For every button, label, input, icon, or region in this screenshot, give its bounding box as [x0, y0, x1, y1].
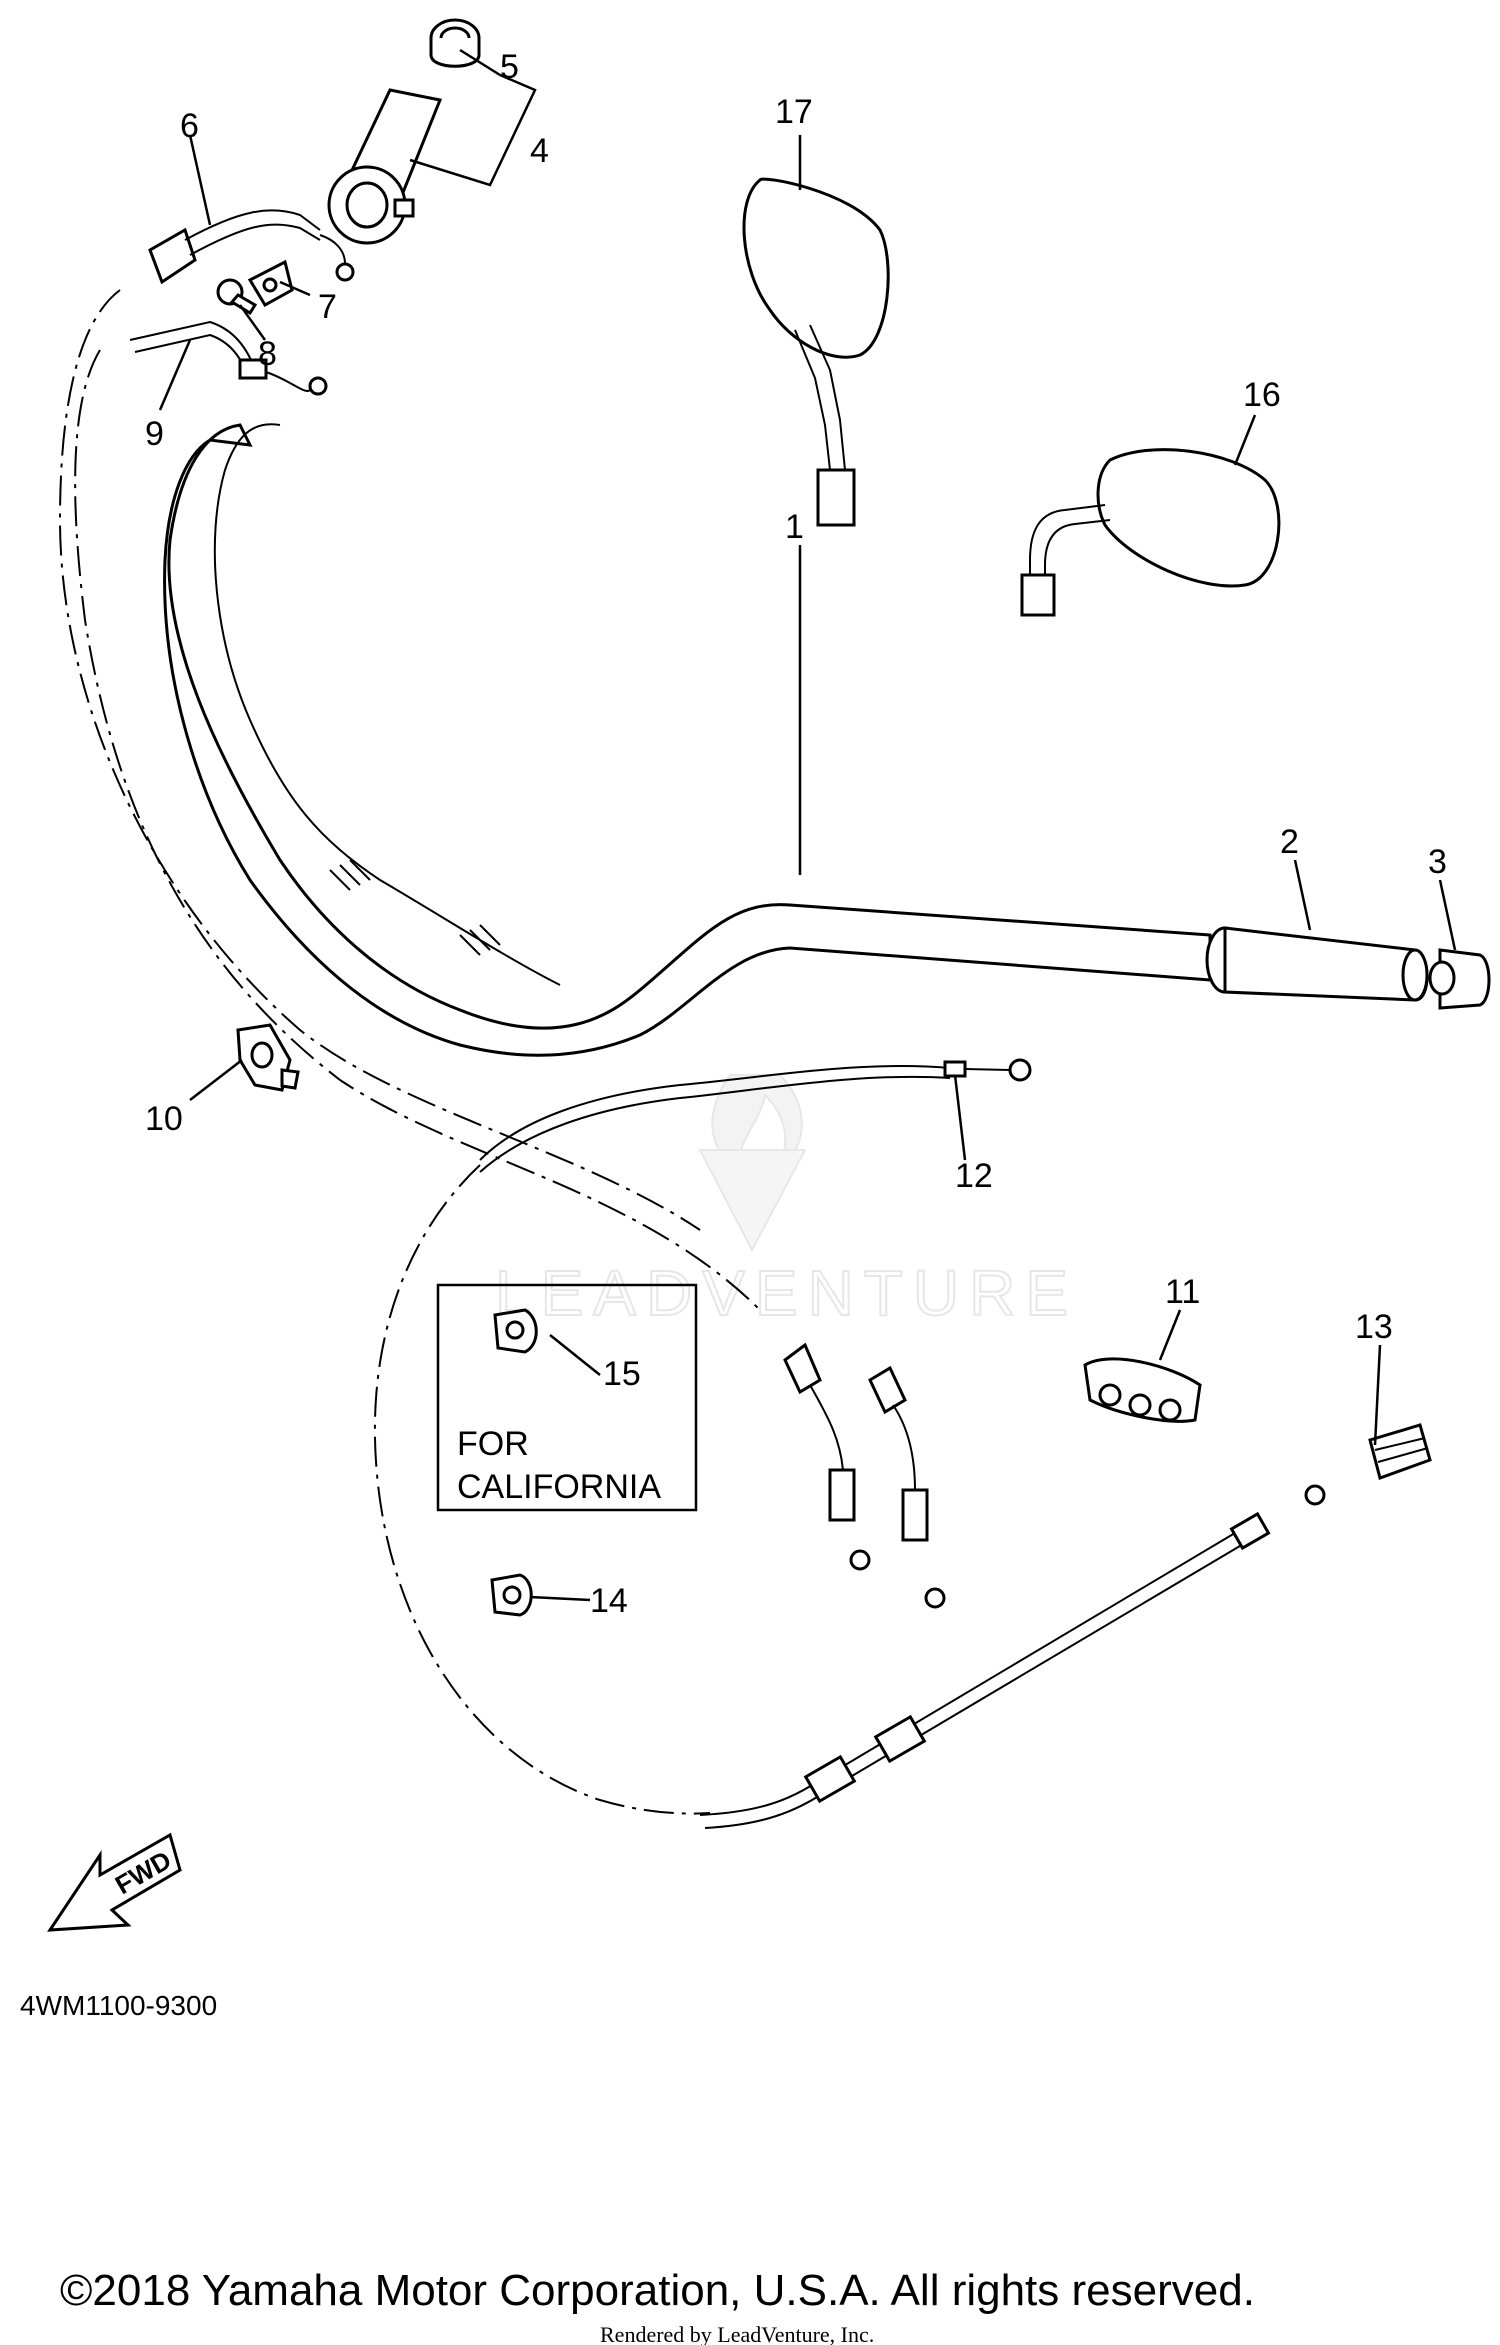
mirror-right[interactable]: [742, 177, 890, 527]
watermark: LEADVENTURE: [494, 1074, 1078, 1330]
callout-4: 4: [530, 132, 549, 170]
callout-6: 6: [180, 107, 199, 145]
callout-16: 16: [1243, 376, 1281, 414]
callout-17: 17: [775, 93, 813, 131]
watermark-text: LEADVENTURE: [495, 1257, 1078, 1329]
diagram-code: 4WM1100-9300: [20, 1990, 217, 2021]
throttle-cable-ends: [783, 1342, 946, 1609]
callout-1: 1: [785, 508, 804, 546]
callout-numbers: 1 2 3 4 5 6 7 8 9 10 11 12 13 14 15 16 1…: [145, 48, 1447, 1620]
forward-arrow-icon: FWD: [47, 1832, 182, 1932]
clip-california[interactable]: [493, 1308, 538, 1354]
throttle-cable-return[interactable]: [74, 320, 761, 1311]
throttle-cable-pull[interactable]: [58, 209, 701, 1231]
callout-2: 2: [1280, 823, 1299, 861]
california-note-box: FOR CALIFORNIA: [436, 1283, 698, 1512]
callout-12: 12: [955, 1157, 993, 1195]
grip-collar[interactable]: [429, 18, 481, 68]
callout-9: 9: [145, 415, 164, 453]
callout-3: 3: [1428, 843, 1447, 881]
callout-15: 15: [603, 1355, 641, 1393]
callout-8: 8: [258, 335, 277, 373]
callout-13: 13: [1355, 1308, 1393, 1346]
clutch-cable-lower[interactable]: [699, 1423, 1432, 1829]
screw[interactable]: [216, 278, 258, 316]
callout-7: 7: [318, 288, 337, 326]
callout-14: 14: [590, 1582, 628, 1620]
handlebar[interactable]: [163, 423, 1212, 1057]
cable-clamp[interactable]: [236, 1023, 300, 1092]
callout-10: 10: [145, 1100, 183, 1138]
copyright-text: ©2018 Yamaha Motor Corporation, U.S.A. A…: [60, 2266, 1255, 2315]
note-line-1: FOR: [457, 1425, 529, 1463]
clutch-cable[interactable]: [373, 1058, 1032, 1815]
callout-11: 11: [1165, 1273, 1200, 1311]
cable-holder[interactable]: [247, 259, 294, 308]
note-line-2: CALIFORNIA: [457, 1468, 661, 1506]
grip[interactable]: [1205, 926, 1429, 1002]
triple-cable-clamp[interactable]: [1083, 1357, 1202, 1423]
callout-5: 5: [500, 48, 519, 86]
rendered-by-text: Rendered by LeadVenture, Inc.: [600, 2322, 874, 2345]
clip[interactable]: [490, 1573, 533, 1617]
leader-lines: [158, 48, 1457, 1602]
bar-end-weight[interactable]: [1428, 948, 1491, 1010]
mirror-left[interactable]: [1020, 448, 1281, 617]
throttle-grip[interactable]: [327, 88, 443, 245]
